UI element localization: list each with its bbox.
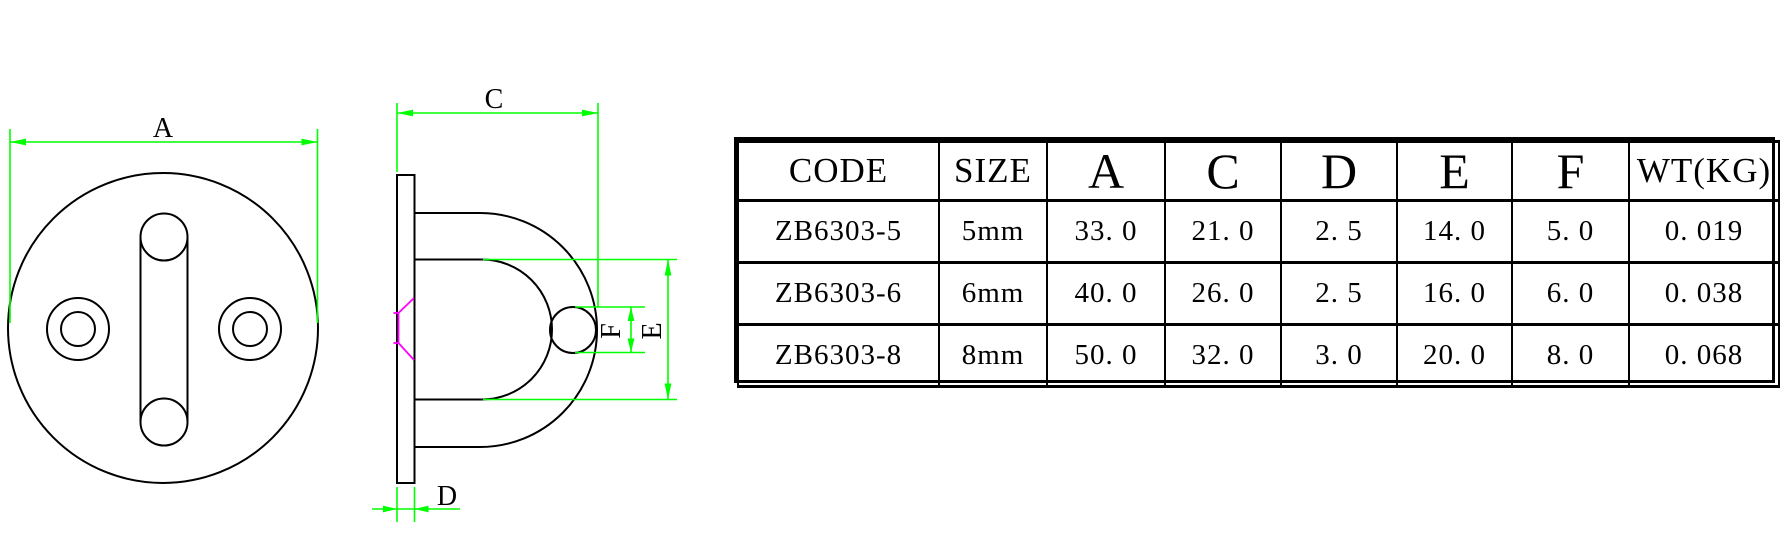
cell-size: 6mm xyxy=(938,261,1048,326)
dimension-c xyxy=(396,103,599,307)
front-view xyxy=(7,172,319,484)
header-cell-c: C xyxy=(1164,140,1282,202)
dim-f-arrow-bottom xyxy=(627,338,635,353)
countersink-polyline xyxy=(397,297,415,361)
eye-outer-profile xyxy=(414,212,598,448)
dimension-d xyxy=(372,487,460,522)
countersink-detail xyxy=(393,297,415,361)
cell-a: 40. 0 xyxy=(1046,261,1166,326)
cell-code: ZB6303-8 xyxy=(737,323,940,388)
header-cell-f: F xyxy=(1511,140,1630,202)
ring-section-circle xyxy=(549,306,597,354)
cell-a: 50. 0 xyxy=(1046,323,1166,388)
cell-d: 3. 0 xyxy=(1280,323,1398,388)
table-row: ZB6303-8 8mm 50. 0 32. 0 3. 0 20. 0 8. 0… xyxy=(737,323,1780,388)
cell-d: 2. 5 xyxy=(1280,261,1398,326)
dim-f-arrow-top xyxy=(627,307,635,321)
cell-a: 33. 0 xyxy=(1046,199,1166,264)
plate-outline-circle xyxy=(7,172,319,484)
header-cell-code: CODE xyxy=(737,140,940,202)
cell-wt: 0. 068 xyxy=(1628,323,1780,388)
cell-d: 2. 5 xyxy=(1280,199,1398,264)
side-view xyxy=(396,174,598,484)
eye-bottom-circle xyxy=(139,397,189,447)
dim-e-arrow-top xyxy=(664,259,672,276)
right-hole-inner xyxy=(232,311,268,347)
cell-code: ZB6303-6 xyxy=(737,261,940,326)
dimension-f xyxy=(575,306,645,354)
dim-c-label: C xyxy=(485,84,504,115)
cell-c: 21. 0 xyxy=(1164,199,1282,264)
cell-f: 8. 0 xyxy=(1511,323,1630,388)
cell-wt: 0. 019 xyxy=(1628,199,1780,264)
header-cell-a: A xyxy=(1046,140,1166,202)
spec-table-container: CODE SIZE A C D E F WT(KG) ZB6303-5 5mm … xyxy=(734,137,1780,388)
dim-d-label: D xyxy=(437,481,457,512)
dimension-e xyxy=(483,258,677,401)
cell-size: 8mm xyxy=(938,323,1048,388)
eye-top-circle xyxy=(139,212,189,262)
dim-c-arrow-right xyxy=(582,109,598,117)
dimension-a xyxy=(9,129,319,323)
cell-e: 14. 0 xyxy=(1396,199,1513,264)
cell-e: 16. 0 xyxy=(1396,261,1513,326)
cell-code: ZB6303-5 xyxy=(737,199,940,264)
dim-a-arrow-left xyxy=(10,138,26,146)
dim-a-label: A xyxy=(153,113,174,144)
dim-a-arrow-right xyxy=(301,138,318,146)
cell-f: 5. 0 xyxy=(1511,199,1630,264)
cell-size: 5mm xyxy=(938,199,1048,264)
dim-d-arrow-left xyxy=(383,505,397,513)
left-hole-outer xyxy=(46,297,110,361)
plate-profile xyxy=(396,174,416,484)
dim-d-arrow-right xyxy=(414,505,429,513)
cell-e: 20. 0 xyxy=(1396,323,1513,388)
eye-inner-profile xyxy=(414,258,553,401)
drawing-canvas: A C E xyxy=(7,84,677,522)
cell-c: 26. 0 xyxy=(1164,261,1282,326)
table-row: ZB6303-6 6mm 40. 0 26. 0 2. 5 16. 0 6. 0… xyxy=(737,261,1780,326)
dim-e-label: E xyxy=(637,322,668,339)
dim-c-arrow-left xyxy=(397,109,413,117)
cell-f: 6. 0 xyxy=(1511,261,1630,326)
left-hole-inner xyxy=(60,311,96,347)
header-cell-e: E xyxy=(1396,140,1513,202)
table-row: ZB6303-5 5mm 33. 0 21. 0 2. 5 14. 0 5. 0… xyxy=(737,199,1780,264)
header-cell-d: D xyxy=(1280,140,1398,202)
right-hole-outer xyxy=(218,297,282,361)
cell-c: 32. 0 xyxy=(1164,323,1282,388)
header-cell-size: SIZE xyxy=(938,140,1048,202)
dim-f-label: F xyxy=(596,323,627,339)
header-cell-wt: WT(KG) xyxy=(1628,140,1780,202)
cell-wt: 0. 038 xyxy=(1628,261,1780,326)
dim-e-arrow-bottom xyxy=(664,383,672,400)
spec-table: CODE SIZE A C D E F WT(KG) ZB6303-5 5mm … xyxy=(737,140,1780,388)
header-row: CODE SIZE A C D E F WT(KG) xyxy=(737,140,1780,202)
